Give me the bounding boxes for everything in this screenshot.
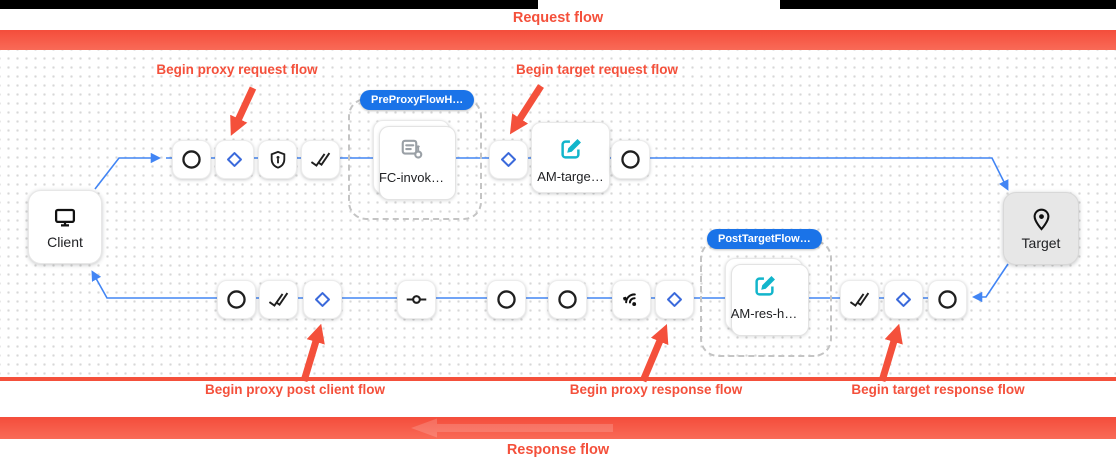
request-label-box xyxy=(538,0,780,9)
pre-proxy-flow-hook-badge[interactable]: PreProxyFlowH… xyxy=(360,90,475,110)
security-policy-step[interactable] xyxy=(258,140,297,179)
request-flow-label: Request flow xyxy=(512,10,604,26)
begin-proxy-post-client-label: Begin proxy post client flow xyxy=(204,382,385,397)
circle-icon xyxy=(182,150,201,169)
begin-proxy-response-label: Begin proxy response flow xyxy=(569,382,743,397)
begin-proxy-request-step[interactable] xyxy=(215,140,254,179)
double-check-icon xyxy=(310,152,331,167)
assign-message-target-label: AM-targe… xyxy=(537,169,604,184)
begin-proxy-response-step[interactable] xyxy=(655,280,694,319)
post-client-flow-end-step[interactable] xyxy=(217,280,256,319)
edit-square-icon xyxy=(754,276,775,296)
edit-square-icon xyxy=(561,139,581,159)
condition-step[interactable] xyxy=(397,280,436,319)
request-done-all-step[interactable] xyxy=(301,140,340,179)
post-client-done-all-step[interactable] xyxy=(259,280,298,319)
assign-message-response-label: AM-res-h… xyxy=(730,306,798,321)
begin-target-response-step[interactable] xyxy=(884,280,923,319)
begin-target-request-step[interactable] xyxy=(489,140,528,179)
target-node[interactable]: Target xyxy=(1003,192,1079,265)
flow-callout-icon xyxy=(401,139,422,159)
response-flow-step-1[interactable] xyxy=(487,280,526,319)
response-flow-step-2[interactable] xyxy=(548,280,587,319)
assign-message-target-policy[interactable]: AM-targe… xyxy=(531,122,610,193)
target-label: Target xyxy=(1021,235,1061,251)
sensors-icon xyxy=(623,293,637,307)
shield-icon xyxy=(270,150,285,169)
assign-message-response-policy[interactable]: AM-res-h… xyxy=(725,258,809,336)
circle-icon xyxy=(497,290,516,309)
canvas-bottom-border xyxy=(0,377,1116,381)
flow-callout-policy-label: FC-invok… xyxy=(378,170,444,185)
request-flow-bar xyxy=(0,30,1116,81)
double-check-icon xyxy=(268,292,289,307)
post-target-flow-hook-badge[interactable]: PostTargetFlow… xyxy=(707,229,822,249)
request-flow-end-step[interactable] xyxy=(611,140,650,179)
client-label: Client xyxy=(47,234,83,250)
diamond-icon xyxy=(227,152,242,167)
request-flow-start-step[interactable] xyxy=(172,140,211,179)
request-flow-arrow xyxy=(513,59,706,81)
begin-proxy-request-label: Begin proxy request flow xyxy=(156,62,318,77)
diamond-icon xyxy=(896,292,911,307)
client-node[interactable]: Client xyxy=(28,190,102,264)
flow-canvas xyxy=(0,50,1116,377)
response-flow-arrow xyxy=(411,418,613,438)
circle-icon xyxy=(621,150,640,169)
commit-icon xyxy=(406,295,427,304)
begin-target-request-label: Begin target request flow xyxy=(515,62,679,77)
target-response-start-step[interactable] xyxy=(928,280,967,319)
circle-icon xyxy=(227,290,246,309)
diamond-icon xyxy=(315,292,330,307)
flow-callout-policy[interactable]: FC-invok… xyxy=(373,120,456,200)
monitor-icon xyxy=(54,208,76,227)
diamond-icon xyxy=(667,292,682,307)
response-flow-bar xyxy=(0,417,1116,439)
target-response-done-all-step[interactable] xyxy=(840,280,879,319)
place-pin-icon xyxy=(1033,208,1049,231)
response-flow-label: Response flow xyxy=(506,442,610,458)
begin-proxy-post-client-step[interactable] xyxy=(303,280,342,319)
diamond-icon xyxy=(501,152,516,167)
sensors-step[interactable] xyxy=(612,280,651,319)
circle-icon xyxy=(558,290,577,309)
begin-target-response-label: Begin target response flow xyxy=(851,382,1025,397)
double-check-icon xyxy=(849,292,870,307)
circle-icon xyxy=(938,290,957,309)
